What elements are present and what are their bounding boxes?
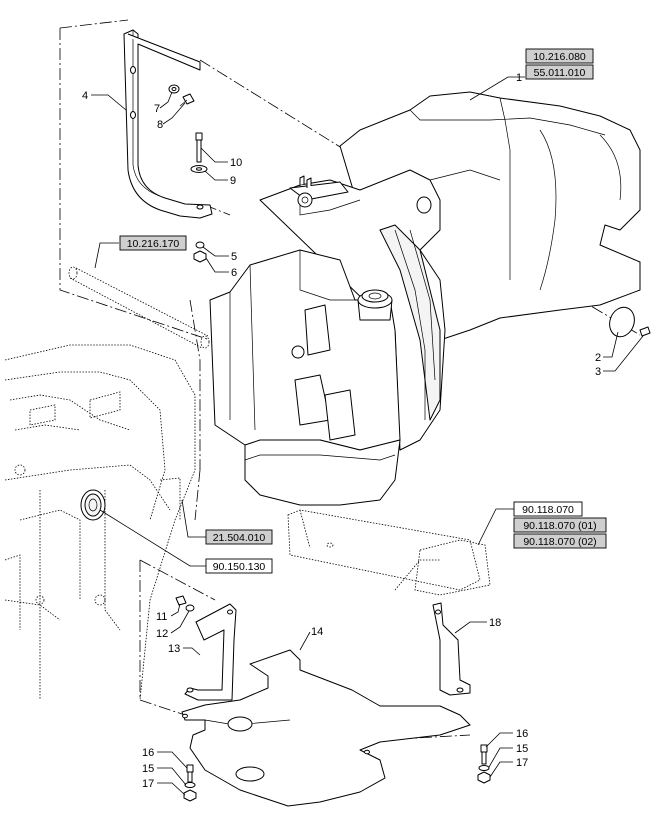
callout-18: 18	[489, 617, 501, 629]
callout-15-right: 15	[516, 743, 528, 755]
reference-text-step-a: 90.118.070	[522, 504, 574, 516]
reference-box-frame: 21.504.010	[205, 529, 273, 545]
callout-7: 7	[154, 103, 160, 115]
reference-box-1b: 55.011.010	[525, 64, 594, 80]
reference-box-pipe: 10.216.170	[119, 235, 187, 251]
callout-15-left: 15	[142, 763, 154, 775]
right-bracket-part	[432, 602, 471, 696]
bearing-part	[80, 489, 106, 521]
reference-text-step-b: 90.118.070 (01)	[523, 520, 596, 532]
callout-6: 6	[231, 267, 237, 279]
callout-9: 9	[230, 175, 236, 187]
left-bracket-part	[175, 595, 237, 701]
tank-bracket-part	[123, 29, 213, 219]
reference-box-step-b: 90.118.070 (01)	[513, 517, 607, 533]
fuel-tank-part	[209, 91, 641, 506]
reference-text-pipe: 10.216.170	[127, 238, 180, 250]
reference-box-step-a: 90.118.070	[513, 501, 583, 517]
leader-lines	[91, 76, 644, 796]
reference-text-step-c: 90.118.070 (02)	[523, 536, 596, 548]
callout-4: 4	[82, 90, 88, 102]
callout-1: 1	[516, 72, 522, 84]
cover-plate-part	[609, 306, 651, 338]
reference-text-1a: 10.216.080	[533, 51, 586, 63]
fasteners-bottom	[183, 744, 491, 802]
callout-17-left: 17	[142, 778, 154, 790]
guard-plate-part	[181, 649, 471, 807]
callout-16-right: 16	[516, 728, 528, 740]
callout-10: 10	[230, 157, 242, 169]
callout-2: 2	[595, 352, 601, 364]
reference-box-1a: 10.216.080	[525, 48, 594, 64]
frame-ghost	[4, 344, 196, 701]
reference-text-frame: 21.504.010	[213, 532, 266, 544]
callout-3: 3	[595, 366, 601, 378]
callout-14: 14	[311, 626, 323, 638]
callout-8: 8	[157, 119, 163, 131]
callout-numbers: 1 4 7 8 10 9 5 6 2 3 11 12 13 14 18 16 1…	[82, 72, 601, 790]
reference-box-step-c: 90.118.070 (02)	[513, 533, 607, 549]
callout-17-right: 17	[516, 757, 528, 769]
callout-5: 5	[231, 251, 237, 263]
fasteners-top	[168, 84, 208, 263]
reference-text-bearing: 90.150.130	[213, 561, 266, 573]
reference-text-1b: 55.011.010	[534, 67, 586, 79]
callout-11: 11	[156, 611, 167, 623]
callout-12: 12	[156, 628, 168, 640]
reference-box-bearing: 90.150.130	[205, 558, 273, 574]
callout-16-left: 16	[142, 747, 154, 759]
pipe-ghost	[68, 266, 210, 349]
callout-13: 13	[168, 643, 180, 655]
step-ghost	[287, 509, 491, 596]
